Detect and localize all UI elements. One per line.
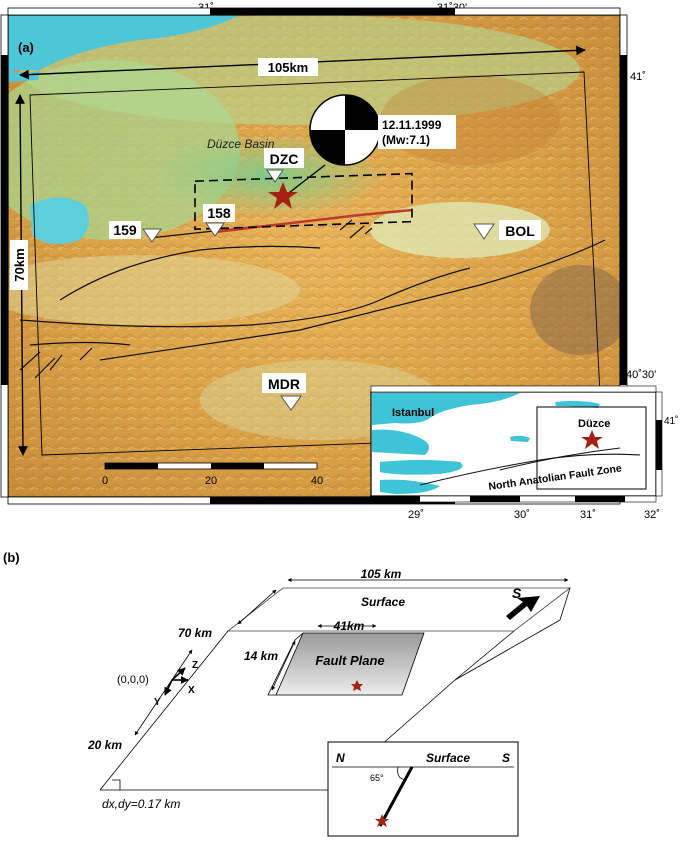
- station-triangle-icon: [266, 169, 284, 183]
- station-mdr: MDR: [262, 373, 306, 411]
- scale-label-0: 0: [102, 475, 108, 487]
- origin-label: (0,0,0): [117, 674, 149, 686]
- station-bol: BOL: [473, 220, 541, 240]
- axis-y-label: Y: [154, 697, 161, 708]
- fault-box: [194, 172, 413, 231]
- inset-lon-tick-31: 31˚: [580, 509, 596, 521]
- cs-dip-label: 65°: [370, 773, 384, 783]
- cs-surface-label: Surface: [426, 751, 470, 765]
- lat-tick-40-30: 40˚30': [626, 369, 656, 381]
- dim-label-70km: 70km: [12, 248, 27, 281]
- scale-bar: 0 20 40: [102, 462, 323, 487]
- inset-epicenter-label: Düzce: [578, 418, 610, 430]
- dim-label-105km: 105km: [268, 60, 308, 75]
- station-158: 158: [203, 204, 235, 237]
- scale-label-20: 20: [205, 475, 217, 487]
- station-label-bol: BOL: [505, 223, 535, 239]
- station-triangle-icon: [473, 223, 495, 240]
- cs-fault-line: [378, 766, 414, 827]
- grid-spacing-label: dx,dy=0.17 km: [102, 797, 180, 811]
- lat-tick-41: 41˚: [630, 71, 646, 83]
- focal-mechanism-icon: [309, 94, 381, 166]
- fault-width-arrow: [271, 640, 296, 691]
- panel-b: (b) 105 km 70 km 20 km 41km 14 km Fault …: [3, 550, 572, 837]
- surface-label: Surface: [361, 595, 405, 609]
- hypocenter-star-icon: [351, 680, 363, 691]
- cross-section-inset: N S Surface 65°: [327, 741, 519, 837]
- south-arrow-icon: [506, 596, 540, 620]
- epicenter-star-icon: [268, 182, 298, 209]
- basin-label: Düzce Basin: [207, 137, 275, 151]
- beachball-leader: [284, 164, 326, 197]
- panel-a-label: (a): [18, 40, 34, 55]
- inset-epicenter-star-icon: [581, 430, 603, 449]
- station-159: 159: [109, 221, 162, 243]
- dim-70km-label: 70 km: [178, 626, 212, 640]
- panel-a: 31˚ 31˚30': [0, 2, 678, 521]
- axis-x-label: X: [188, 685, 195, 696]
- dim-70km-arrow: [237, 589, 277, 625]
- station-label-dzc: DZC: [270, 151, 299, 167]
- cs-south-label: S: [502, 751, 510, 765]
- station-triangle-icon: [142, 228, 162, 243]
- dim-20km-arrow: [134, 649, 193, 736]
- dim-20km-label: 20 km: [87, 738, 122, 752]
- station-dzc: DZC: [264, 148, 304, 183]
- inset-lat-tick: 41˚: [664, 415, 678, 427]
- inset-lon-tick-32: 32˚: [644, 509, 660, 521]
- cs-hypocenter-star-icon: [375, 814, 389, 827]
- scale-label-40: 40: [311, 475, 323, 487]
- event-magnitude: (Mw:7.1): [382, 133, 430, 147]
- dim-105km-label: 105 km: [361, 567, 402, 581]
- fault-length-label: 41km: [333, 619, 365, 633]
- station-label-158: 158: [207, 205, 231, 221]
- cs-north-label: N: [336, 751, 345, 765]
- fault-plane-label: Fault Plane: [315, 653, 384, 668]
- grid-cell-icon: [112, 779, 121, 790]
- station-label-mdr: MDR: [268, 376, 300, 392]
- station-label-159: 159: [113, 222, 137, 238]
- inset-lon-tick-30: 30˚: [514, 509, 530, 521]
- event-date: 12.11.1999: [382, 118, 442, 132]
- axis-z-label: Z: [192, 660, 198, 671]
- fault-width-label: 14 km: [244, 649, 278, 663]
- station-triangle-icon: [280, 395, 302, 411]
- inset-lon-tick-29: 29˚: [408, 509, 424, 521]
- south-label: S: [512, 585, 522, 601]
- panel-b-label: (b): [3, 550, 20, 565]
- inset-map: Istanbul Düzce North Anatolian Fault Zon…: [370, 385, 678, 521]
- axes-icon: [164, 667, 189, 696]
- inset-city-label: Istanbul: [392, 407, 434, 419]
- station-triangle-icon: [205, 222, 225, 237]
